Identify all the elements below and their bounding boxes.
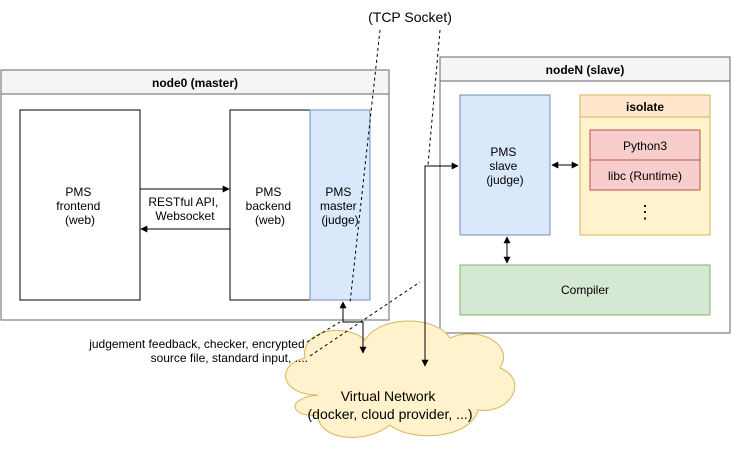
runtime-python3: Python3: [623, 139, 667, 153]
svg-text:PMS frontend (web): PMS frontend (web): [56, 185, 103, 227]
runtime-libc-box: [589, 159, 701, 191]
feedback-note-1: judgement feedback, checker, encrypted: [88, 337, 304, 351]
backend-label-3: (web): [255, 213, 285, 227]
master-judge-label-2: master: [320, 199, 357, 213]
slave-node-title: nodeN (slave): [546, 63, 625, 77]
api-label-1: RESTful API,: [148, 195, 218, 209]
compiler-label: Compiler: [561, 283, 609, 297]
master-judge-network-link: [339, 301, 367, 354]
svg-text:judgement feedback, checker, e: judgement feedback, checker, encrypted s…: [88, 337, 308, 365]
backend-box: PMS backend (web): [229, 109, 311, 301]
compiler-box: Compiler: [459, 264, 711, 316]
virtual-network-cloud: Virtual Network (docker, cloud provider,…: [285, 320, 516, 438]
runtime-libc: libc (Runtime): [608, 169, 682, 183]
more-runtimes-ellipsis: ⋮: [636, 202, 654, 222]
frontend-label-2: frontend: [56, 199, 100, 213]
master-judge-label-1: PMS: [325, 185, 351, 199]
isolate-title: isolate: [626, 100, 664, 114]
slave-judge-network-link: [421, 162, 459, 367]
feedback-note-2: source file, standard input, ....: [151, 351, 308, 365]
master-node-title: node0 (master): [152, 76, 238, 90]
backend-label-1: PMS: [255, 185, 281, 199]
frontend-box: PMS frontend (web): [19, 109, 141, 301]
frontend-label-3: (web): [65, 213, 95, 227]
slave-judge-box: PMS slave (judge): [459, 94, 551, 236]
master-judge-label-3: (judge): [321, 213, 358, 227]
backend-label-2: backend: [246, 199, 291, 213]
slave-judge-label-3: (judge): [486, 173, 523, 187]
network-label-2: (docker, cloud provider, ...): [308, 406, 473, 422]
tcp-socket-leader-right: [427, 29, 441, 166]
master-judge-box: PMS master (judge): [309, 109, 371, 301]
feedback-leader-1: [306, 321, 341, 343]
svg-text:PMS master (judge): PMS master (judge): [320, 185, 360, 227]
slave-judge-label-2: slave: [489, 159, 517, 173]
svg-text:RESTful API, Websocket: RESTful API, Websocket: [148, 195, 221, 223]
frontend-label-1: PMS: [65, 185, 91, 199]
network-label-1: Virtual Network: [341, 388, 437, 404]
svg-text:PMS backend (web): PMS backend (web): [246, 185, 295, 227]
tcp-socket-leader-left: [349, 29, 381, 304]
svg-text:PMS slave (judge): PMS slave (judge): [486, 145, 523, 187]
api-label-2: Websocket: [155, 209, 215, 223]
runtime-python3-box: [589, 129, 701, 161]
tcp-socket-label: (TCP Socket): [368, 9, 452, 25]
slave-judge-label-1: PMS: [490, 145, 516, 159]
svg-text:Virtual Network (docker,: Virtual Network (docker, cloud provider,…: [308, 388, 473, 422]
isolate-box: isolate Python3 libc (Runtime) ⋮: [579, 94, 711, 236]
feedback-leader-2: [309, 281, 421, 357]
